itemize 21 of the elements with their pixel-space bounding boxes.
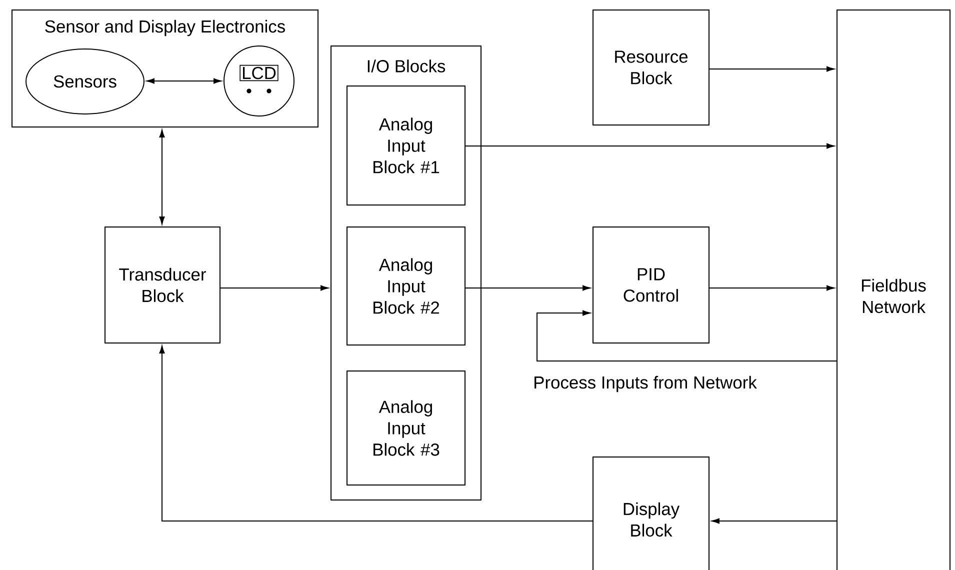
- block-box: Resource Block: [592, 10, 710, 126]
- arrow: [159, 346, 593, 522]
- arrow: [709, 285, 834, 291]
- arrow: [146, 78, 222, 84]
- block-box: Analog Input Block #2: [346, 226, 466, 346]
- arrow: [465, 143, 834, 149]
- arrow: [536, 310, 837, 362]
- block-box: Transducer Block: [104, 226, 220, 344]
- block-box: PID Control: [592, 226, 710, 344]
- block-box: Analog Input Block #1: [346, 86, 466, 206]
- arrow: [465, 285, 590, 291]
- edge-label: Process Inputs from Network: [532, 374, 758, 394]
- arrow: [709, 66, 834, 72]
- block-box: Display Block: [592, 456, 710, 570]
- box-heading: Sensor and Display Electronics: [45, 20, 285, 36]
- arrow: [712, 518, 837, 524]
- arrow: [220, 285, 328, 291]
- network-bar: Fieldbus Network: [836, 10, 950, 570]
- box-heading: I/O Blocks: [368, 60, 446, 72]
- block-box: Analog Input Block #3: [346, 370, 466, 486]
- arrow: [159, 130, 165, 224]
